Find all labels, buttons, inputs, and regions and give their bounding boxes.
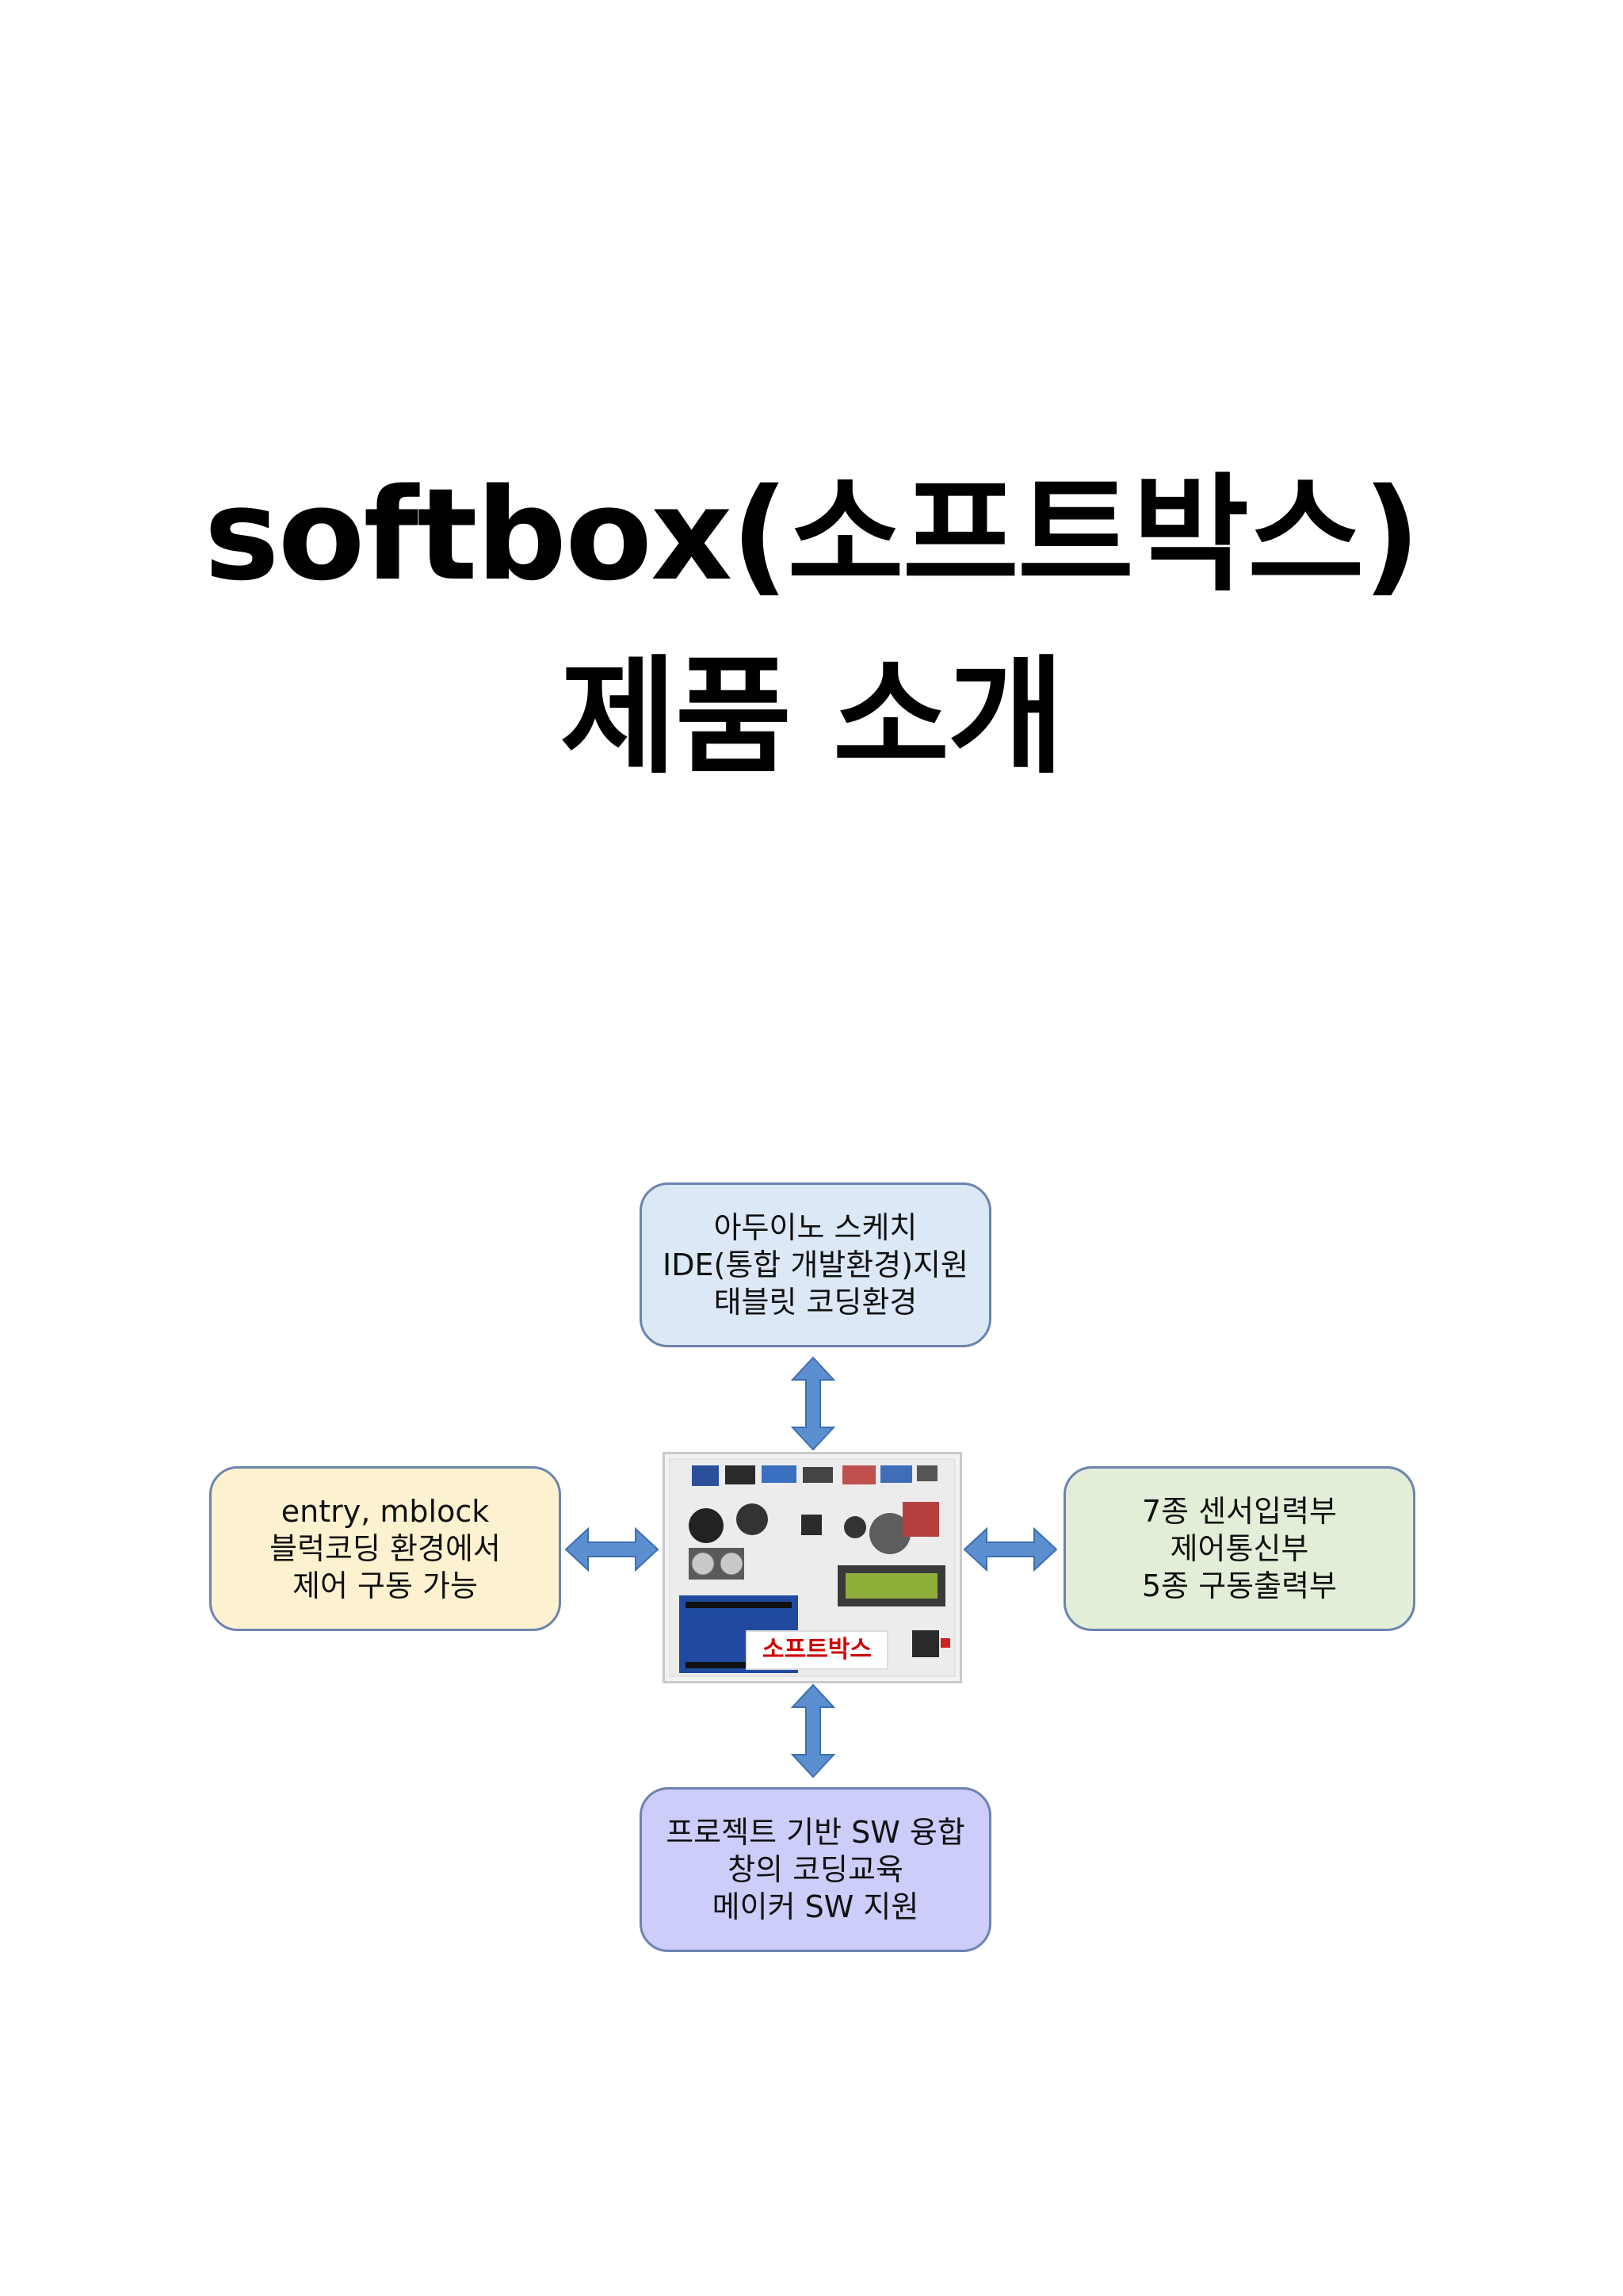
box-line: 7종 센서입력부: [1141, 1493, 1338, 1529]
arrow-top: [790, 1356, 836, 1451]
box-line: 프로젝트 기반 SW 융합: [666, 1814, 965, 1850]
arrow-bottom: [790, 1683, 836, 1778]
box-line: 창의 코딩교육: [727, 1851, 903, 1887]
product-label: 소프트박스: [746, 1630, 888, 1670]
box-line: 태블릿 코딩환경: [713, 1284, 918, 1320]
box-line: 아두이노 스케치: [713, 1209, 918, 1245]
arrow-right: [963, 1526, 1058, 1572]
box-line: 제어 구동 가능: [292, 1568, 478, 1603]
feature-box-block-coding: entry, mblock 블럭코딩 환경에서 제어 구동 가능: [209, 1466, 561, 1631]
box-line: entry, mblock: [281, 1493, 490, 1529]
box-line: 블럭코딩 환경에서: [269, 1530, 501, 1566]
product-board-image: 소프트박스: [663, 1452, 962, 1683]
box-line: 제어통신부: [1170, 1530, 1309, 1566]
feature-box-sensors: 7종 센서입력부 제어통신부 5종 구동출력부: [1064, 1466, 1415, 1631]
page-subtitle: 제품 소개: [559, 643, 1065, 791]
feature-box-arduino: 아두이노 스케치 IDE(통합 개발환경)지원 태블릿 코딩환경: [640, 1182, 991, 1347]
arrow-left: [564, 1526, 659, 1572]
box-line: 메이커 SW 지원: [712, 1889, 919, 1924]
feature-box-education: 프로젝트 기반 SW 융합 창의 코딩교육 메이커 SW 지원: [640, 1787, 991, 1952]
box-line: IDE(통합 개발환경)지원: [663, 1247, 968, 1282]
page-title: softbox(소프트박스): [204, 460, 1420, 609]
box-line: 5종 구동출력부: [1141, 1568, 1338, 1603]
